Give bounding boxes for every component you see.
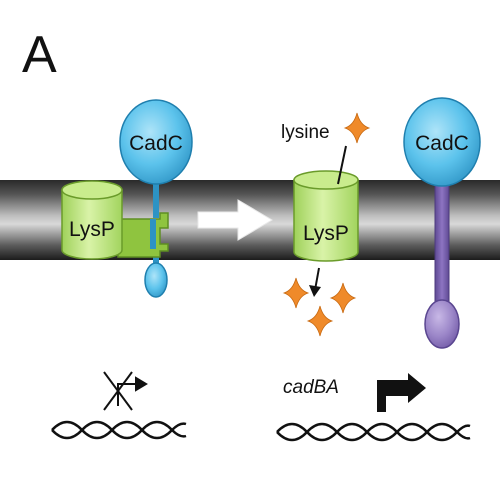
dna-helix-left [51, 420, 187, 440]
cadc-dna-binding-domain [424, 299, 460, 349]
lysp-cadc-contact [117, 212, 169, 258]
lysp-right-label: LysP [303, 222, 349, 245]
promoter-on-arrow [377, 373, 426, 412]
lysine-molecule [343, 112, 371, 144]
panel-label: A [22, 26, 57, 84]
release-arrow [309, 267, 321, 297]
lysine-pointer-line [337, 145, 347, 185]
cadc-protein-right: CadC [403, 97, 481, 349]
cadc-right-label: CadC [415, 132, 469, 155]
lysine-molecule [329, 282, 357, 314]
lysp-transporter-left: LysP [61, 180, 123, 260]
lysp-transporter-right: LysP [293, 170, 359, 262]
lysine-molecules [282, 112, 371, 337]
dna-helix-right [276, 422, 471, 442]
cadc-left-label: CadC [129, 132, 183, 155]
lysine-molecule [282, 277, 310, 309]
lysine-label: lysine [281, 122, 330, 143]
lysp-left-label: LysP [69, 218, 115, 241]
cadc-protein-left: CadC [119, 99, 193, 298]
transition-arrow [197, 199, 273, 241]
gene-label-cadba: cadBA [283, 377, 339, 398]
lysine-molecule [306, 305, 334, 337]
promoter-off-icon [103, 371, 148, 411]
